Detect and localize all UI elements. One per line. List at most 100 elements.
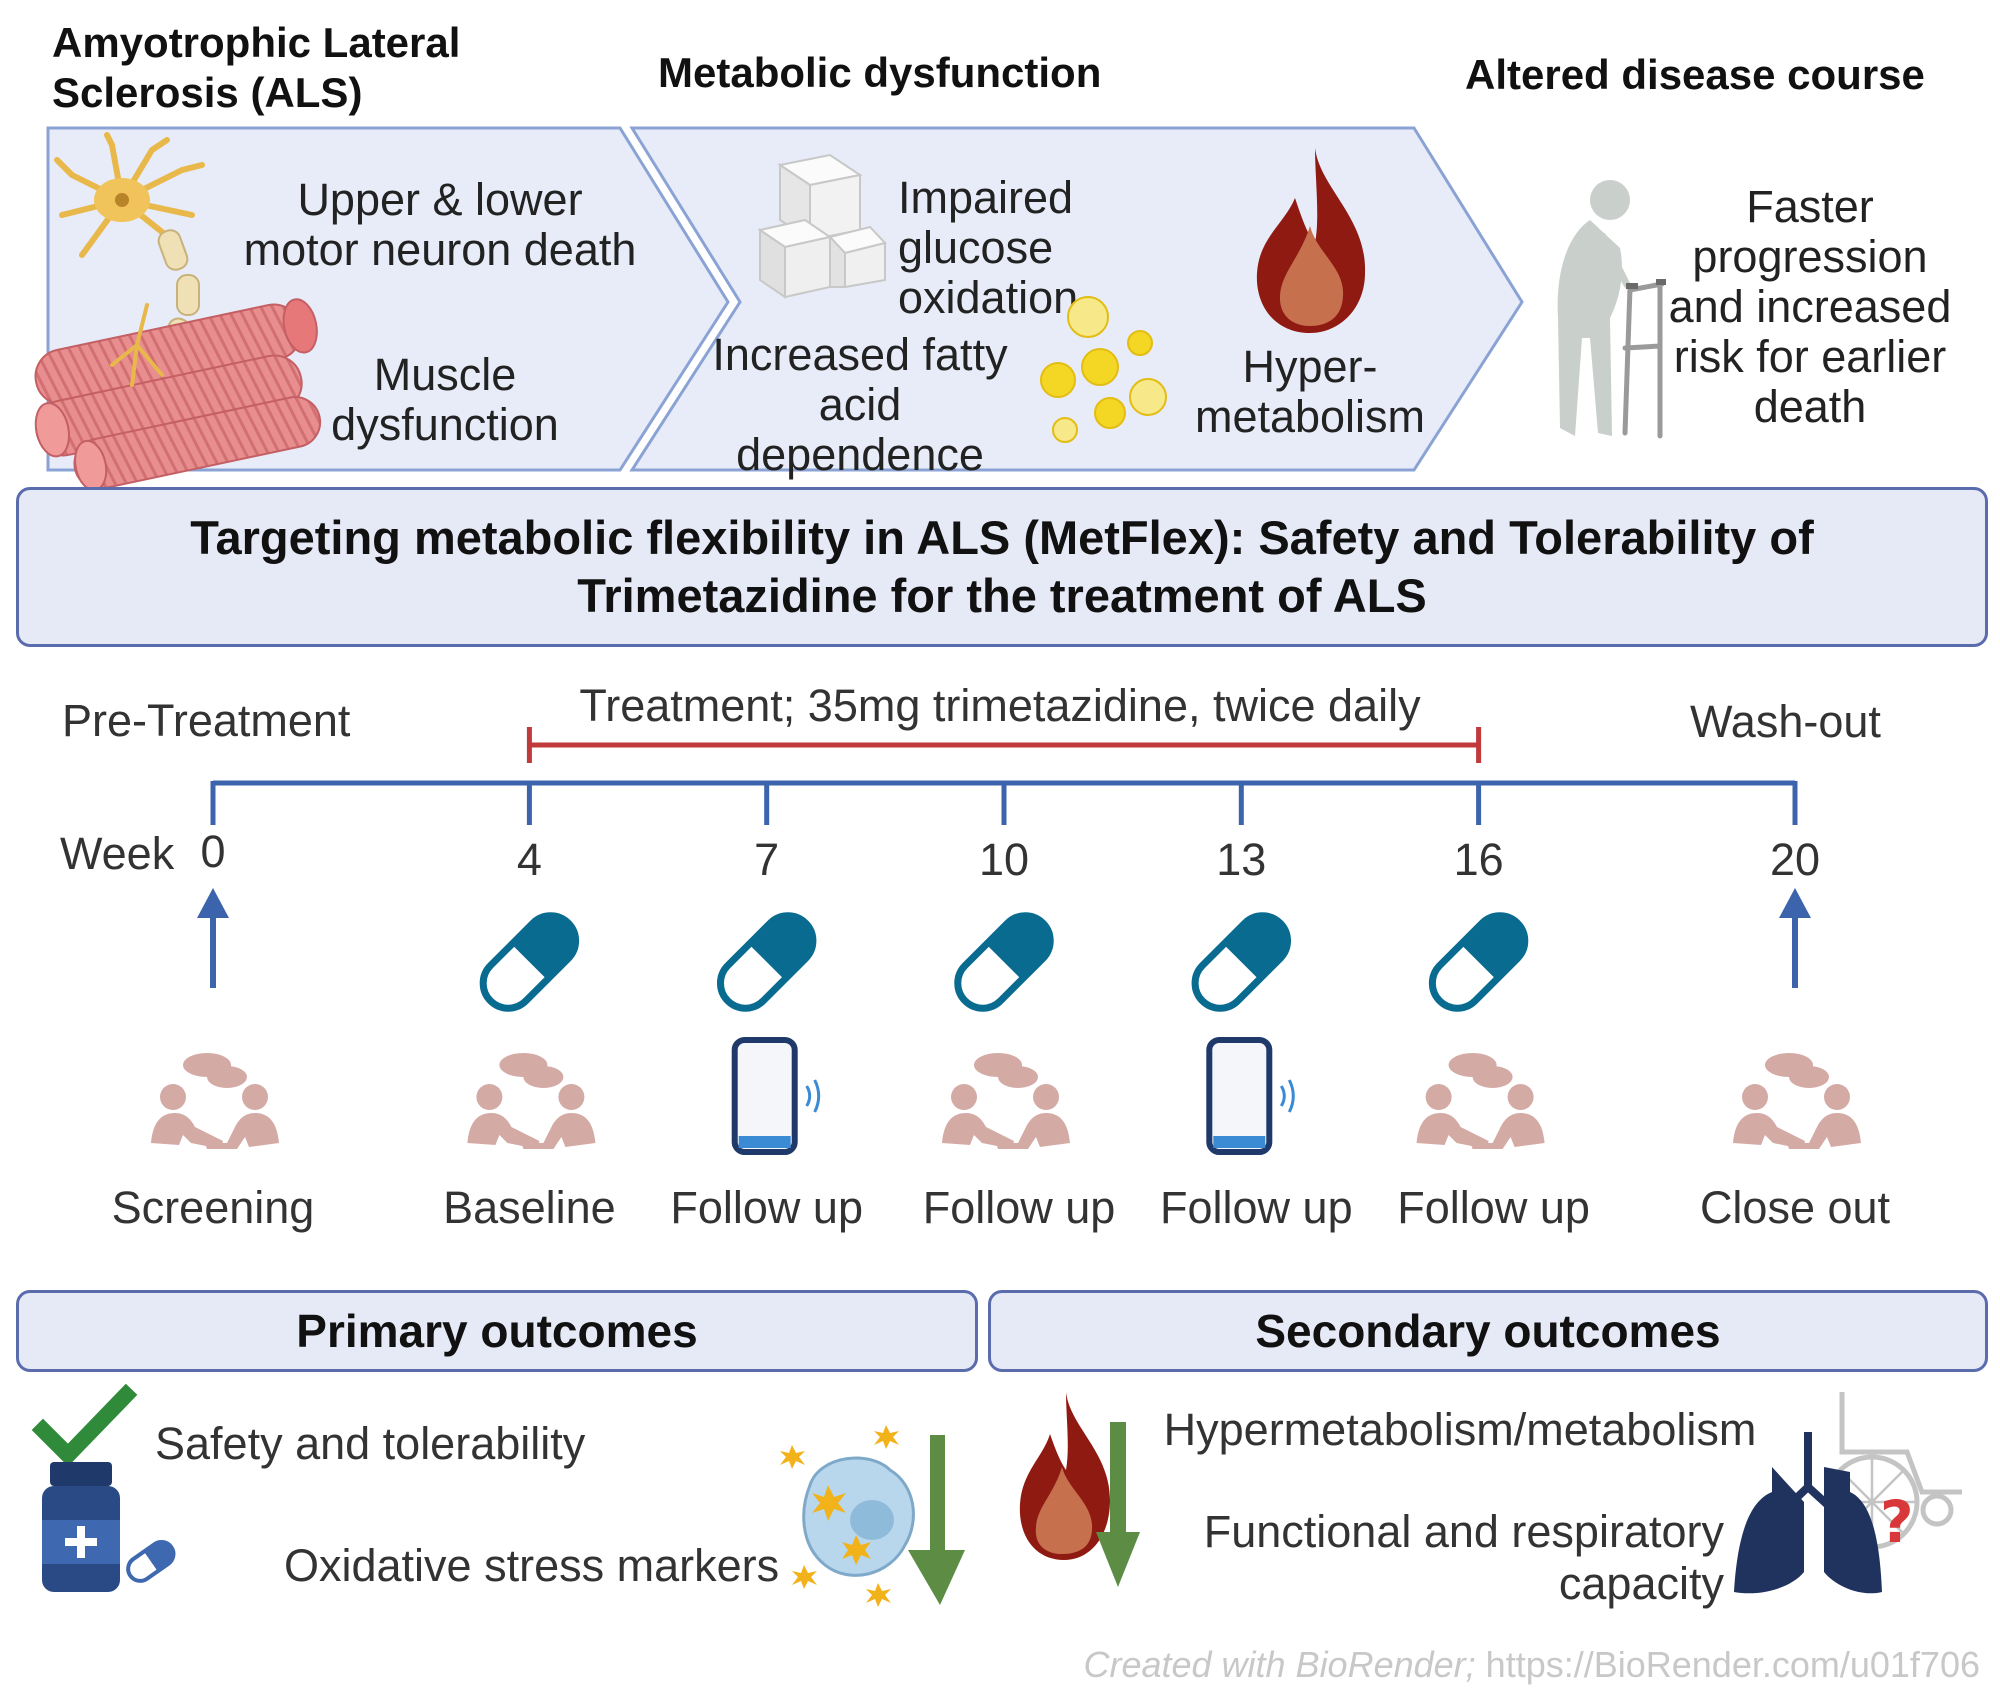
fatty-acid-text: Increased fatty acid dependence (712, 329, 1008, 480)
screening-arrow-head (197, 888, 229, 918)
person-head (476, 1084, 503, 1110)
oxidative-stress-cell-icon (780, 1425, 965, 1607)
treatment-label: Treatment; 35mg trimetazidine, twice dai… (579, 680, 1421, 731)
phone-base (1213, 1136, 1266, 1148)
lungs-wheelchair-icon: ? (1734, 1392, 1962, 1594)
person-body (151, 1113, 223, 1149)
pill-fill (746, 912, 816, 982)
week-number-7: 7 (754, 834, 780, 885)
phone-signal (805, 1085, 812, 1107)
credit-url: https://BioRender.com/u01f706 (1485, 1644, 1980, 1685)
pill-icon (954, 912, 1054, 1012)
phone-icon (731, 1037, 821, 1155)
medication-check-icon (31, 1383, 176, 1592)
week-number-4: 4 (516, 834, 542, 885)
fatty-acid-droplets-icon (1040, 296, 1167, 443)
pill-icon (1428, 912, 1529, 1012)
faster-progression-text: Faster progression and increased risk fo… (1668, 181, 1952, 432)
primary-outcomes-box: Primary outcomes (16, 1290, 978, 1372)
pill-icon (479, 912, 580, 1012)
person-head (1742, 1084, 1768, 1110)
person-head (160, 1084, 186, 1110)
timeline-graphics (151, 727, 1861, 1155)
person-head (242, 1084, 268, 1110)
phone-body (1206, 1037, 1273, 1155)
als-heading: Amyotrophic Lateral Sclerosis (ALS) (52, 19, 461, 116)
study-title-box: Targeting metabolic flexibility in ALS (… (16, 487, 1988, 647)
visit-label: Follow up (922, 1182, 1116, 1233)
person-head (558, 1084, 585, 1110)
speech-bubble (998, 1066, 1038, 1088)
secondary-outcomes-box: Secondary outcomes (988, 1290, 1988, 1372)
conversation-icon (1733, 1053, 1861, 1149)
week-number-13: 13 (1216, 834, 1267, 885)
pill-fill (1221, 912, 1291, 982)
person-head (1507, 1084, 1534, 1110)
person-body (467, 1113, 540, 1149)
visit-icons (151, 1037, 1861, 1155)
impaired-glucose-text: Impaired glucose oxidation (898, 172, 1079, 323)
week-number-10: 10 (978, 834, 1030, 885)
timeline-arrows (197, 888, 1811, 988)
flame-icon (1256, 148, 1366, 333)
speech-bubble (1789, 1066, 1829, 1088)
pill-fill (509, 912, 579, 982)
primary-outcome-1: Safety and tolerability (155, 1418, 586, 1469)
conversation-icon (151, 1053, 279, 1149)
person-body (1733, 1113, 1805, 1149)
pill-fill (984, 912, 1054, 982)
week-number-20: 20 (1769, 834, 1821, 885)
study-title: Targeting metabolic flexibility in ALS (… (190, 511, 1814, 622)
speech-bubble (1472, 1066, 1513, 1088)
question-mark-icon: ? (1880, 1488, 1914, 1556)
person-head (1425, 1084, 1452, 1110)
visit-label: Follow up (670, 1182, 863, 1233)
motor-neuron-death-text: Upper & lower motor neuron death (243, 174, 637, 275)
secondary-outcome-2: Functional and respiratory capacity (1203, 1506, 1724, 1609)
visit-label: Follow up (1160, 1182, 1353, 1233)
pill-fill (1458, 912, 1528, 982)
pill-icon (1191, 912, 1292, 1012)
pre-treatment-label: Pre-Treatment (62, 695, 351, 746)
washout-label: Wash-out (1690, 696, 1881, 747)
person-body (1787, 1113, 1861, 1149)
secondary-outcome-1: Hypermetabolism/metabolism (1163, 1404, 1757, 1455)
visit-label: Follow up (1397, 1182, 1590, 1233)
week-number-0: 0 (200, 826, 226, 877)
week-number-16: 16 (1453, 834, 1504, 885)
person-body (521, 1113, 596, 1149)
person-body (1416, 1113, 1489, 1149)
phone-icon (1206, 1037, 1295, 1155)
person-head (951, 1084, 977, 1110)
conversation-icon (1416, 1053, 1545, 1149)
person-body (942, 1113, 1014, 1149)
phone-signal (1287, 1079, 1295, 1113)
person-body (205, 1113, 279, 1149)
muscle-dysfunction-text: Muscle dysfunction (331, 349, 559, 450)
phone-base (738, 1136, 791, 1148)
metabolic-heading: Metabolic dysfunction (658, 49, 1102, 96)
week-label: Week (60, 828, 175, 879)
conversation-icon (942, 1053, 1070, 1149)
pill-icon (716, 912, 817, 1012)
disease-course-heading: Altered disease course (1465, 51, 1925, 98)
speech-bubble (207, 1066, 247, 1088)
person-body (1470, 1113, 1545, 1149)
phone-signal (1279, 1085, 1286, 1107)
sugar-cubes-icon (757, 153, 887, 299)
visit-label: Close out (1699, 1182, 1891, 1233)
phone-body (731, 1037, 798, 1155)
treatment-bracket (526, 727, 1482, 763)
secondary-outcomes-title: Secondary outcomes (1255, 1305, 1721, 1357)
credit-created: Created with BioRender; (1083, 1644, 1476, 1685)
timeline-axis (210, 780, 1798, 825)
person-head (1824, 1084, 1850, 1110)
speech-bubble (523, 1066, 564, 1088)
primary-outcomes-title: Primary outcomes (296, 1305, 698, 1357)
closeout-arrow-head (1779, 888, 1811, 918)
pill-icons (479, 912, 1529, 1012)
hypermetabolism-text: Hyper-metabolism (1194, 341, 1426, 442)
conversation-icon (467, 1053, 596, 1149)
primary-outcome-2: Oxidative stress markers (284, 1540, 780, 1591)
biorender-credit: Created with BioRender; https://BioRende… (1020, 1644, 1980, 1686)
